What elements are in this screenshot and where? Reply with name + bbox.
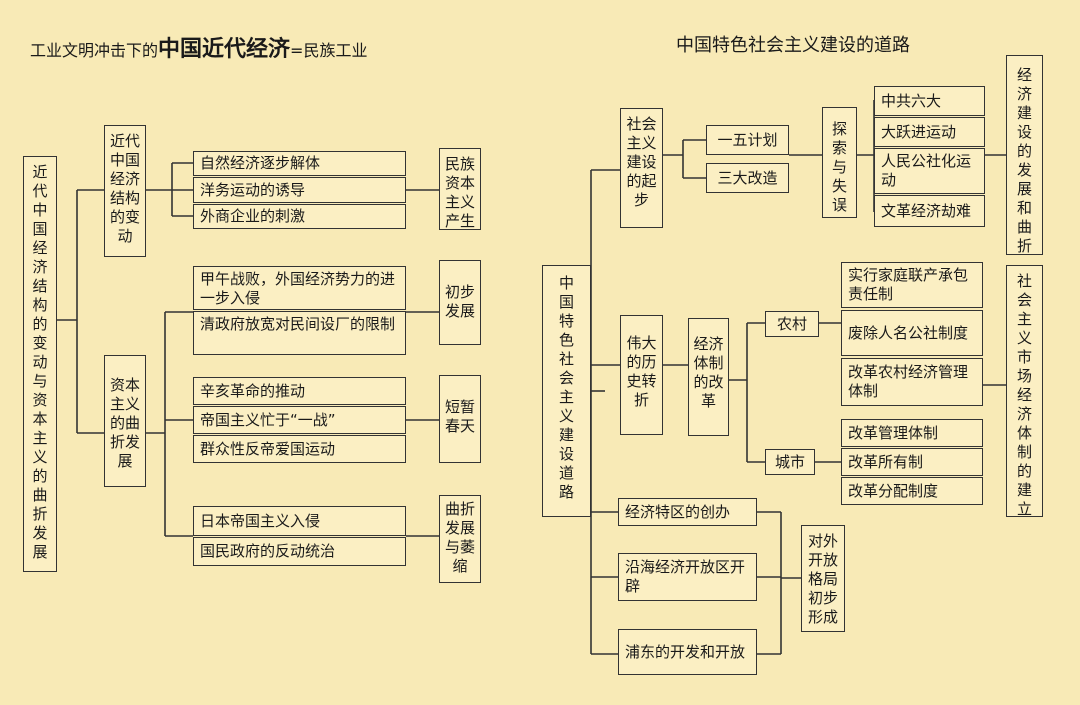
- market-economy-box: 社会主义市场经济体制的建立: [1006, 265, 1043, 518]
- change-cause-box: 自然经济逐步解体: [193, 151, 406, 176]
- urban-item-text: 改革管理体制: [848, 423, 939, 442]
- urban-box: 城市: [765, 449, 815, 475]
- change-cause-text: 洋务运动的诱导: [200, 180, 306, 199]
- econ-dev-text: 经济建设的发展和曲折: [1017, 66, 1033, 255]
- change-cause-box: 洋务运动的诱导: [193, 177, 406, 203]
- explore-item-box: 人民公社化运动: [874, 148, 985, 194]
- market-economy-text: 社会主义市场经济体制的建立: [1017, 272, 1033, 518]
- urban-text: 城市: [774, 452, 805, 471]
- explore-item-box: 中共六大: [874, 86, 985, 116]
- start-item-text: 三大改造: [717, 168, 778, 187]
- stage-cause-box: 群众性反帝爱国运动: [193, 435, 406, 463]
- opening-item-text: 沿海经济开放区开辟: [625, 558, 746, 595]
- opening-item-box: 浦东的开发和开放: [618, 629, 757, 675]
- econ-dev-box: 经济建设的发展和曲折: [1006, 55, 1043, 255]
- stage-cause-text: 辛亥革命的推动: [200, 381, 306, 400]
- reform-box: 经济体制的改革: [688, 318, 729, 436]
- change-cause-text: 外商企业的刺激: [200, 207, 306, 225]
- rural-item-box: 实行家庭联产承包责任制: [841, 262, 983, 308]
- stage-cause-box: 日本帝国主义入侵: [193, 506, 406, 536]
- left-title-emphasis: 中国近代经济: [158, 37, 291, 62]
- rural-item-box: 废除人名公社制度: [841, 310, 983, 356]
- stage-result-box: 短暂春天: [439, 375, 481, 463]
- opening-pattern-box: 对外开放格局初步形成: [801, 525, 845, 632]
- urban-item-text: 改革分配制度: [848, 481, 939, 500]
- left-title-suffix: =民族工业: [290, 41, 368, 60]
- socialist-start-box: 社会主义建设的起步: [620, 108, 663, 228]
- stage-cause-text: 国民政府的反动统治: [200, 542, 336, 560]
- opening-item-box: 沿海经济开放区开辟: [618, 553, 757, 601]
- stage-result-text: 初步发展: [445, 283, 476, 320]
- rural-text: 农村: [776, 314, 807, 333]
- urban-item-box: 改革所有制: [841, 448, 983, 476]
- stage-result-text: 短暂春天: [445, 398, 476, 435]
- rural-box: 农村: [765, 311, 819, 337]
- stage-result-text: 曲折发展与萎缩: [445, 500, 476, 575]
- stage-cause-box: 帝国主义忙于“一战”: [193, 406, 406, 434]
- urban-item-box: 改革分配制度: [841, 477, 983, 505]
- explore-item-box: 文革经济劫难: [874, 195, 985, 227]
- econ-structure-change-box: 近代中国经济结构的变动: [104, 125, 146, 257]
- opening-item-text: 浦东的开发和开放: [625, 642, 746, 661]
- stage-cause-text: 帝国主义忙于“一战”: [200, 410, 336, 429]
- stage-result-box: 曲折发展与萎缩: [439, 495, 481, 583]
- left-root-text: 近代中国经济结构的变动与资本主义的曲折发展: [32, 163, 48, 561]
- explore-item-text: 文革经济劫难: [881, 201, 972, 220]
- explore-item-text: 人民公社化运动: [881, 152, 972, 189]
- rural-item-text: 改革农村经济管理体制: [848, 363, 969, 400]
- stage-cause-text: 清政府放宽对民间设厂的限制: [200, 315, 396, 333]
- urban-item-text: 改革所有制: [848, 452, 924, 471]
- reform-text: 经济体制的改革: [693, 335, 724, 410]
- opening-pattern-text: 对外开放格局初步形成: [808, 532, 839, 626]
- econ-structure-change-text: 近代中国经济结构的变动: [110, 132, 141, 245]
- explore-item-box: 大跃进运动: [874, 117, 985, 147]
- explore-box: 探索与失误: [822, 107, 857, 218]
- start-item-text: 一五计划: [717, 130, 778, 149]
- left-root-box: 近代中国经济结构的变动与资本主义的曲折发展: [23, 156, 57, 572]
- national-capital-emerges-text: 民族资本主义产生: [445, 155, 476, 230]
- opening-item-text: 经济特区的创办: [625, 502, 731, 521]
- national-capital-emerges-box: 民族资本主义产生: [439, 148, 481, 230]
- socialist-start-text: 社会主义建设的起步: [626, 115, 657, 209]
- stage-cause-box: 甲午战败，外国经济势力的进一步入侵: [193, 266, 406, 310]
- start-item-box: 一五计划: [706, 125, 789, 155]
- left-title: 工业文明冲击下的中国近代经济=民族工业: [30, 31, 367, 63]
- left-title-prefix: 工业文明冲击下的: [30, 41, 159, 60]
- stage-cause-text: 甲午战败，外国经济势力的进一步入侵: [200, 270, 396, 307]
- capitalism-development-text: 资本主义的曲折发展: [110, 376, 141, 470]
- stage-cause-text: 群众性反帝爱国运动: [200, 439, 336, 458]
- stage-result-box: 初步发展: [439, 260, 481, 345]
- stage-cause-box: 清政府放宽对民间设厂的限制: [193, 311, 406, 355]
- change-cause-text: 自然经济逐步解体: [200, 154, 321, 172]
- right-title: 中国特色社会主义建设的道路: [676, 35, 910, 56]
- start-item-box: 三大改造: [706, 163, 789, 193]
- right-root-text: 中国特色社会主义建设道路: [559, 274, 575, 501]
- opening-item-box: 经济特区的创办: [618, 498, 757, 526]
- change-cause-box: 外商企业的刺激: [193, 204, 406, 229]
- historic-turn-box: 伟大的历史转折: [620, 315, 663, 435]
- explore-item-text: 中共六大: [881, 91, 942, 110]
- rural-item-box: 改革农村经济管理体制: [841, 358, 983, 406]
- explore-item-text: 大跃进运动: [881, 122, 957, 141]
- rural-item-text: 废除人名公社制度: [848, 323, 969, 342]
- explore-text: 探索与失误: [832, 120, 848, 214]
- rural-item-text: 实行家庭联产承包责任制: [848, 266, 969, 303]
- right-root-box: 中国特色社会主义建设道路: [542, 265, 591, 517]
- stage-cause-text: 日本帝国主义入侵: [200, 511, 321, 530]
- historic-turn-text: 伟大的历史转折: [626, 334, 657, 409]
- capitalism-development-box: 资本主义的曲折发展: [104, 355, 146, 487]
- stage-cause-box: 辛亥革命的推动: [193, 377, 406, 405]
- stage-cause-box: 国民政府的反动统治: [193, 537, 406, 566]
- urban-item-box: 改革管理体制: [841, 419, 983, 447]
